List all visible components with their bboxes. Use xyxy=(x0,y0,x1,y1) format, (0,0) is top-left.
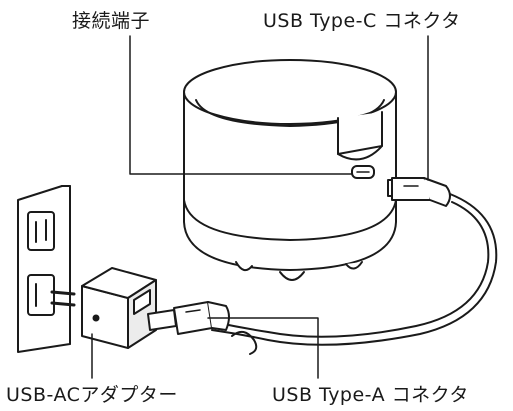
charger-body xyxy=(183,59,397,281)
usb-type-a-label: USB Type-A コネクタ xyxy=(272,384,469,406)
callout-lines xyxy=(91,35,429,379)
usb-type-a-plug xyxy=(147,301,230,335)
usb-type-c-plug xyxy=(387,177,451,207)
wall-outlet xyxy=(17,185,71,353)
adapter-label: USB-ACアダプター xyxy=(6,384,178,406)
connection-port-label: 接続端子 xyxy=(72,10,151,32)
usb-cable xyxy=(211,193,498,355)
callout-connection-port xyxy=(129,35,353,175)
usb-type-c-label: USB Type-C コネクタ xyxy=(263,10,461,32)
callout-usb-type-a xyxy=(207,317,319,379)
